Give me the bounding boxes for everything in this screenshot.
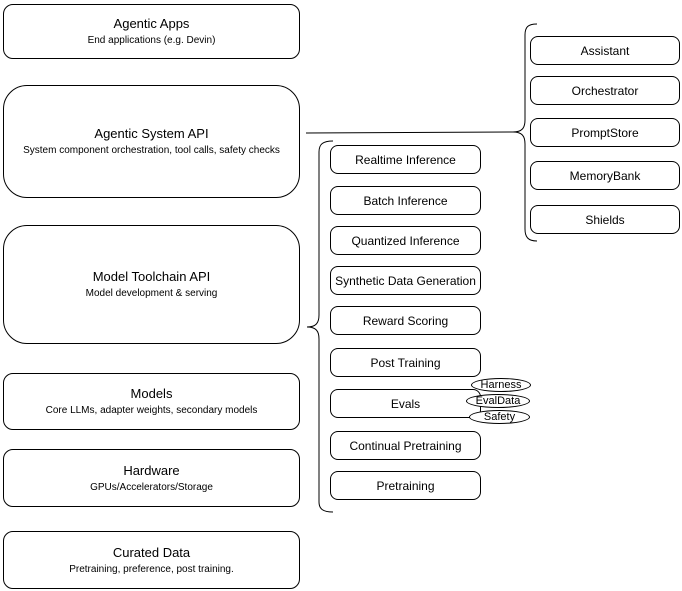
node-realtime-inference: Realtime Inference	[330, 145, 481, 174]
agentic-apps-title: Agentic Apps	[113, 16, 190, 31]
hardware-title: Hardware	[123, 462, 180, 478]
model-toolchain-api-title: Model Toolchain API	[92, 269, 211, 284]
node-pretraining: Pretraining	[330, 471, 481, 500]
tag-safety: Safety	[469, 410, 530, 424]
box-models: Models Core LLMs, adapter weights, secon…	[3, 373, 300, 430]
node-memorybank: MemoryBank	[530, 161, 680, 190]
node-orchestrator: Orchestrator	[530, 76, 680, 105]
model-toolchain-api-subtitle: Model development & serving	[85, 288, 218, 299]
node-batch-inference: Batch Inference	[330, 186, 481, 215]
box-model-toolchain-api: Model Toolchain API Model development & …	[3, 225, 300, 344]
agentic-apps-subtitle: End applications (e.g. Devin)	[87, 35, 216, 46]
node-continual-pretraining: Continual Pretraining	[330, 431, 481, 460]
box-curated-data: Curated Data Pretraining, preference, po…	[3, 531, 300, 589]
node-evals: Evals	[330, 389, 481, 418]
system-api-connector-line	[305, 131, 514, 134]
tag-harness: Harness	[471, 378, 531, 392]
node-assistant: Assistant	[530, 36, 680, 65]
node-quantized-inference: Quantized Inference	[330, 226, 481, 255]
node-synthetic-data-generation: Synthetic Data Generation	[330, 266, 481, 295]
curated-data-subtitle: Pretraining, preference, post training.	[69, 563, 234, 575]
agentic-system-api-subtitle: System component orchestration, tool cal…	[23, 145, 280, 156]
node-promptstore: PromptStore	[530, 118, 680, 147]
node-shields: Shields	[530, 205, 680, 234]
tag-evaldata: EvalData	[466, 394, 530, 408]
box-agentic-apps: Agentic Apps End applications (e.g. Devi…	[3, 4, 300, 59]
hardware-subtitle: GPUs/Accelerators/Storage	[90, 481, 213, 493]
curated-data-title: Curated Data	[112, 544, 191, 560]
node-reward-scoring: Reward Scoring	[330, 306, 481, 335]
node-post-training: Post Training	[330, 348, 481, 377]
models-title: Models	[130, 386, 173, 401]
agentic-system-api-title: Agentic System API	[94, 126, 209, 141]
models-subtitle: Core LLMs, adapter weights, secondary mo…	[45, 405, 258, 416]
box-hardware: Hardware GPUs/Accelerators/Storage	[3, 449, 300, 507]
box-agentic-system-api: Agentic System API System component orch…	[3, 85, 300, 198]
